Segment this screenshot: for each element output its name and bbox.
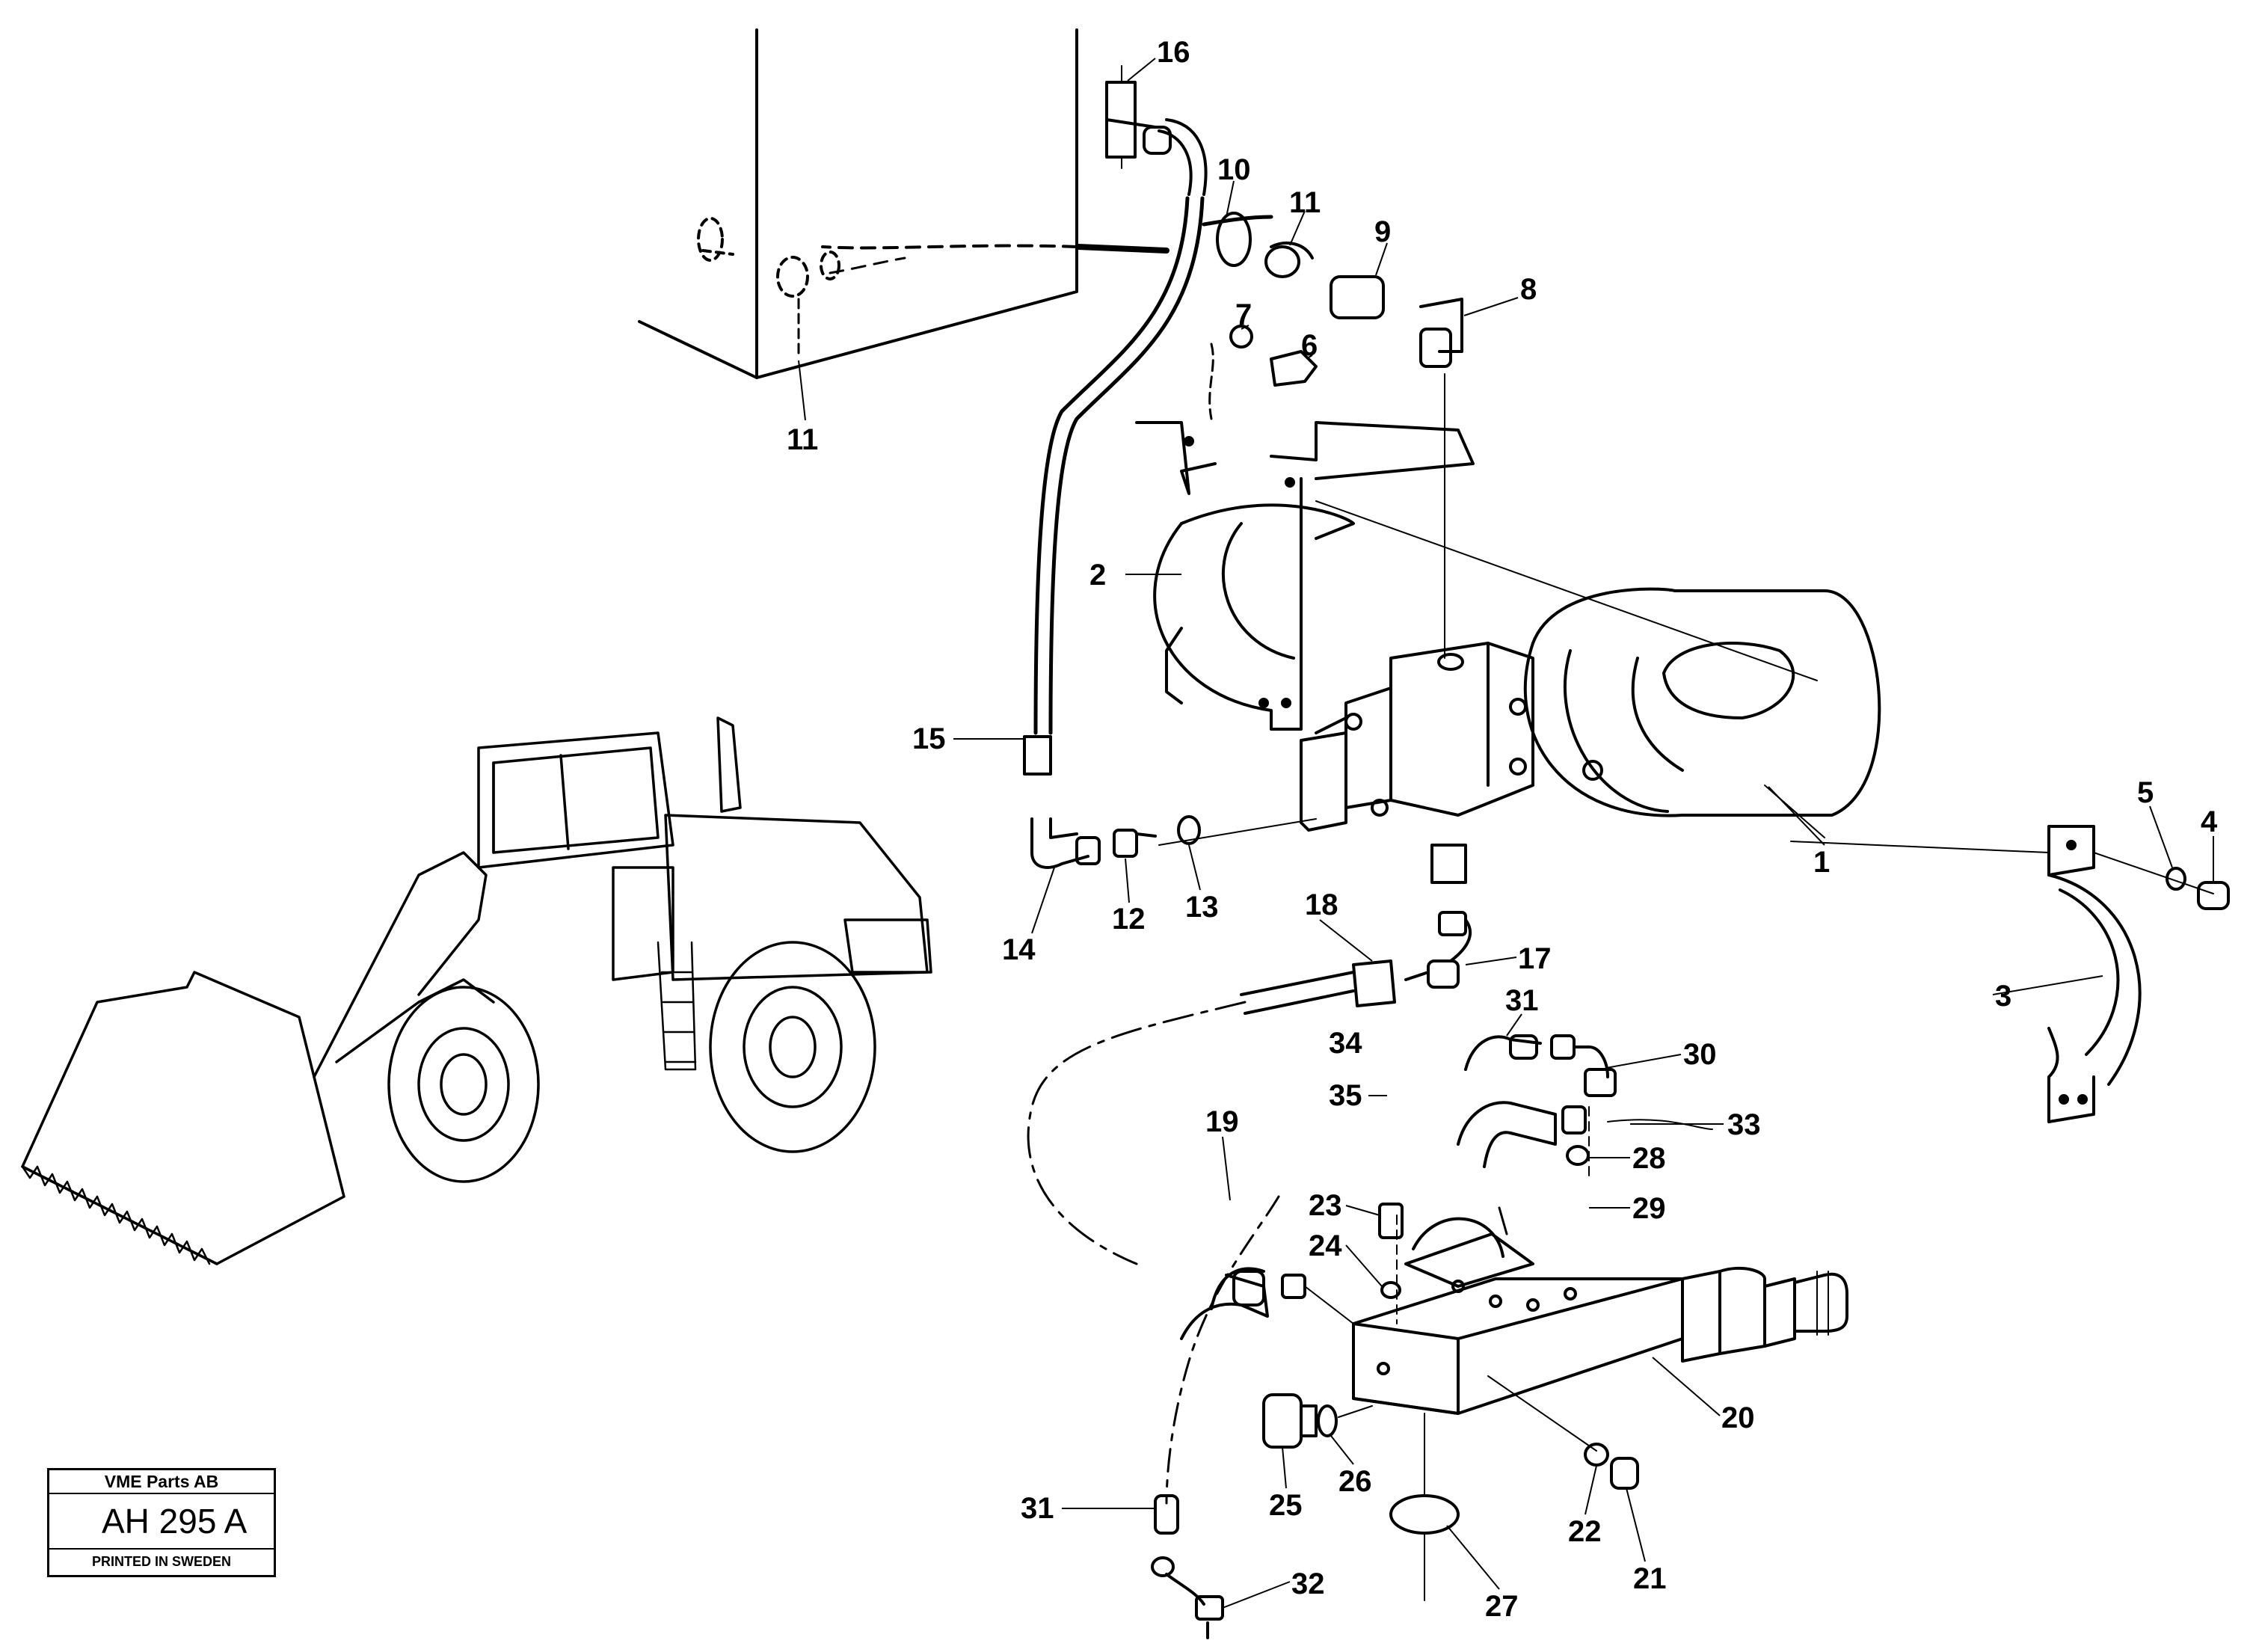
callout-23: 23 [1309, 1189, 1342, 1222]
callout-5: 5 [2137, 776, 2154, 809]
callout-25: 25 [1269, 1489, 1303, 1522]
callout-11-top: 11 [1289, 186, 1321, 219]
callout-11-tank: 11 [787, 423, 819, 456]
callout-3: 3 [1995, 980, 2012, 1013]
callout-27: 27 [1485, 1590, 1519, 1623]
hydraulic-tank [638, 28, 1078, 379]
callout-16: 16 [1157, 36, 1190, 69]
callout-15: 15 [912, 722, 946, 755]
callout-20: 20 [1721, 1401, 1755, 1434]
callout-22: 22 [1568, 1515, 1602, 1548]
return-hose [1033, 65, 1463, 735]
callout-4: 4 [2201, 805, 2218, 838]
pump-motor-assembly [1158, 587, 1881, 884]
stamp-company: VME Parts AB [49, 1470, 274, 1494]
callout-29: 29 [1632, 1192, 1666, 1225]
callout-2: 2 [1089, 559, 1107, 592]
pilot-lines [1457, 1034, 1713, 1182]
mounting-bracket-2 [1135, 325, 1818, 731]
stamp-printed: PRINTED IN SWEDEN [91, 1554, 231, 1569]
callout-14: 14 [1002, 933, 1036, 966]
callout-8: 8 [1520, 273, 1537, 306]
pressure-hose [1027, 911, 1472, 1265]
callout-18: 18 [1305, 888, 1338, 921]
callout-26: 26 [1338, 1465, 1372, 1498]
callout-33: 33 [1727, 1108, 1761, 1141]
callout-30: 30 [1683, 1038, 1717, 1071]
callout-32: 32 [1291, 1567, 1325, 1600]
mounting-bracket-3 [1790, 825, 2230, 1123]
callout-24: 24 [1309, 1229, 1342, 1262]
callout-9: 9 [1374, 215, 1392, 248]
drawing-stamp: VME Parts AB AH 295 A PRINTED IN SWEDEN [47, 1468, 276, 1577]
callout-34: 34 [1329, 1027, 1362, 1060]
callout-31-top: 31 [1505, 984, 1539, 1017]
callout-10: 10 [1217, 153, 1251, 186]
callout-17: 17 [1518, 942, 1552, 975]
callout-35: 35 [1329, 1079, 1362, 1112]
callout-28: 28 [1632, 1142, 1666, 1175]
suction-fittings [1023, 735, 1201, 869]
wheel-loader-illustration [21, 716, 932, 1265]
stamp-code: AH 295 A [49, 1494, 274, 1550]
callout-1: 1 [1813, 846, 1831, 879]
callout-13: 13 [1185, 891, 1219, 924]
valve-block [1151, 1195, 1848, 1639]
callout-19: 19 [1205, 1105, 1239, 1138]
callout-12: 12 [1112, 903, 1146, 936]
callout-21: 21 [1633, 1562, 1667, 1595]
callout-6: 6 [1301, 329, 1318, 362]
callout-7: 7 [1235, 298, 1252, 331]
callout-31-bottom: 31 [1021, 1492, 1054, 1525]
